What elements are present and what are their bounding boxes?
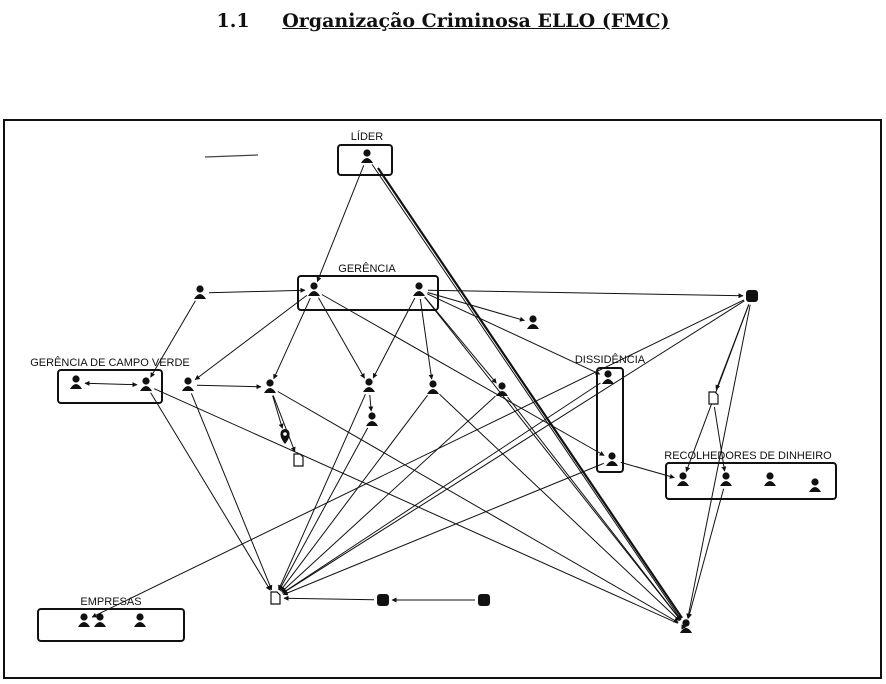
location-pin-icon — [280, 429, 290, 444]
edge-n3-n16 — [424, 296, 497, 384]
edge-n2-n10 — [273, 297, 311, 380]
edge-n16-n31 — [507, 396, 681, 621]
person-icon — [496, 382, 508, 396]
person-icon — [308, 282, 320, 296]
person-icon — [78, 613, 90, 627]
group-box-lider — [337, 144, 393, 176]
group-box-dissidencia — [596, 367, 624, 473]
edge-n10-n11 — [272, 395, 284, 429]
edge-n3-n13 — [372, 297, 416, 379]
edge-n3-n17 — [426, 293, 601, 375]
group-box-campo-verde — [57, 369, 163, 404]
edge-n10-n12 — [272, 395, 296, 453]
edge-n3-n8 — [427, 292, 525, 322]
edge-n14-n26 — [278, 427, 369, 591]
document-icon — [270, 591, 281, 605]
edge-n5-n31 — [686, 304, 751, 619]
group-label-dissidencia: DISSIDÊNCIA — [575, 353, 646, 366]
group-box-empresas — [37, 608, 185, 642]
scan-mark — [204, 154, 259, 158]
edge-n4-n2 — [208, 287, 306, 294]
phone-icon — [478, 594, 490, 606]
edge-n2-n13 — [318, 297, 365, 379]
person-icon — [94, 613, 106, 627]
edge-heavy-leader — [377, 167, 683, 619]
group-label-recolhedores: RECOLHEDORES DE DINHEIRO — [664, 450, 832, 462]
edge-n7-n6 — [84, 380, 138, 388]
person-icon — [720, 472, 732, 486]
edge-n2-n9 — [194, 295, 308, 380]
person-icon — [264, 379, 276, 393]
document-icon — [708, 391, 719, 405]
group-box-recolhedores — [665, 462, 837, 500]
edge-n15-n31 — [439, 393, 680, 622]
edge-n5-n19 — [715, 304, 750, 391]
edge-n1-n31 — [371, 164, 682, 621]
person-icon — [140, 377, 152, 391]
phone-icon — [377, 594, 389, 606]
edge-n5-n24 — [91, 299, 745, 618]
edge-n3-n5 — [427, 289, 744, 299]
group-box-gerencia — [297, 275, 439, 311]
edge-n9-n26 — [190, 393, 273, 591]
edge-n17-n26 — [282, 382, 601, 594]
section-title: Organização Criminosa ELLO (FMC) — [282, 10, 670, 32]
edge-n3-n31 — [424, 296, 681, 621]
edge-n6-n29 — [153, 388, 679, 624]
edge-n18-n26 — [282, 462, 604, 596]
edge-n5-n26 — [282, 300, 745, 594]
edge-n16-n26 — [281, 395, 496, 593]
person-icon — [182, 377, 194, 391]
edge-n13-n14 — [368, 394, 374, 412]
person-icon — [677, 472, 689, 486]
group-label-campo-verde: GERÊNCIA DE CAMPO VERDE — [30, 356, 190, 369]
edge-n13-n26 — [278, 393, 366, 591]
person-icon — [361, 149, 373, 163]
person-icon — [70, 375, 82, 389]
person-icon — [427, 380, 439, 394]
person-icon — [809, 478, 821, 492]
person-icon — [606, 452, 618, 466]
person-icon — [527, 315, 539, 329]
edge-n21-n31 — [687, 488, 725, 619]
person-icon — [680, 619, 692, 633]
group-label-empresas: EMPRESAS — [80, 596, 141, 608]
person-icon — [602, 370, 614, 384]
edge-n3-n15 — [419, 298, 434, 380]
group-label-gerencia: GERÊNCIA — [338, 262, 396, 275]
edge-n27-n26 — [283, 595, 375, 601]
document-icon — [293, 453, 304, 467]
section-heading: 1.1 Organização Criminosa ELLO (FMC) — [0, 10, 886, 32]
person-icon — [366, 412, 378, 426]
person-icon — [363, 378, 375, 392]
edge-n4-n6 — [150, 300, 196, 378]
group-label-lider: LÍDER — [351, 130, 383, 143]
person-icon — [764, 472, 776, 486]
diagram-frame — [3, 119, 882, 679]
edge-n15-n26 — [280, 394, 428, 592]
edge-n9-n10 — [196, 384, 262, 390]
person-icon — [194, 285, 206, 299]
edge-n10-n31 — [277, 391, 679, 623]
edge-n2-n18 — [321, 294, 605, 456]
section-number: 1.1 — [216, 10, 250, 32]
edge-n19-n21 — [713, 406, 727, 472]
phone-icon — [746, 290, 758, 302]
edge-n6-n26 — [150, 392, 271, 591]
person-icon — [134, 613, 146, 627]
person-icon — [413, 282, 425, 296]
edge-n1-n2 — [316, 165, 365, 283]
